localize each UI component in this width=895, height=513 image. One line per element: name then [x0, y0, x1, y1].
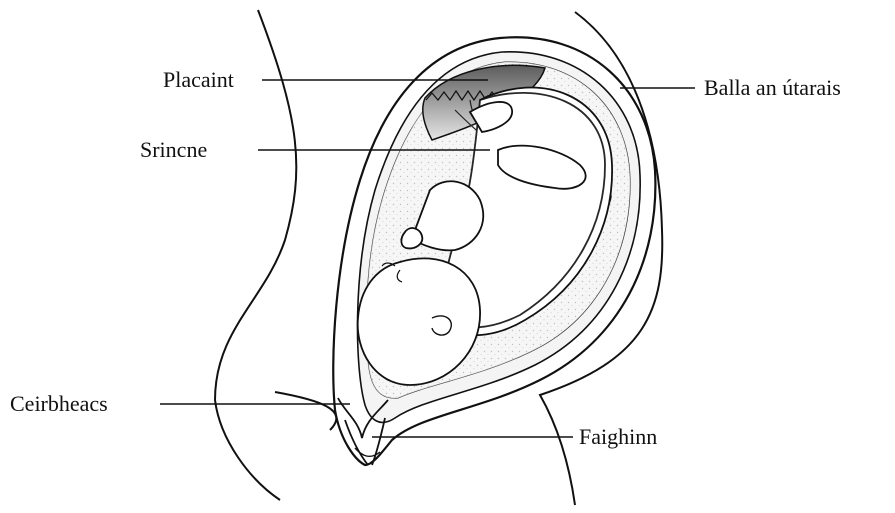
- label-uterine-wall: Balla an útarais: [704, 75, 841, 100]
- label-vagina: Faighinn: [579, 424, 657, 449]
- label-cord: Srincne: [140, 137, 207, 162]
- label-placenta: Placaint: [163, 67, 234, 92]
- mother-thigh-line: [275, 392, 336, 430]
- label-cervix: Ceirbheacs: [10, 391, 108, 416]
